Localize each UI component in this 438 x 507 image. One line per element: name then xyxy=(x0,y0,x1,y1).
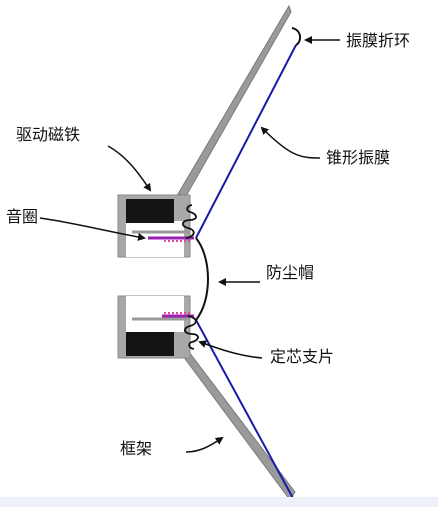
frame-cup-lower-inner xyxy=(126,296,184,332)
spider-lower xyxy=(184,315,199,350)
spider-upper xyxy=(182,204,197,239)
arrow-voice-coil xyxy=(39,217,146,241)
dust-cap xyxy=(195,237,209,321)
surround-roll xyxy=(291,27,302,46)
magnet-upper-assembly xyxy=(117,194,191,258)
label-voice-coil: 音圈 xyxy=(6,207,38,226)
magnet-lower-assembly xyxy=(117,295,191,359)
arrow-spider xyxy=(198,340,263,359)
label-spider: 定芯支片 xyxy=(270,347,334,366)
magnet-upper xyxy=(126,199,174,223)
label-surround: 振膜折环 xyxy=(346,31,410,50)
frame-lower xyxy=(179,347,296,501)
label-frame: 框架 xyxy=(120,439,152,458)
bottom-strip xyxy=(0,497,438,507)
cone-upper-line xyxy=(195,44,297,239)
arrow-cone xyxy=(260,126,321,159)
label-cone: 锥形振膜 xyxy=(326,148,390,167)
cone-lower-line xyxy=(195,319,295,501)
label-dust-cap: 防尘帽 xyxy=(266,263,314,282)
label-magnet: 驱动磁铁 xyxy=(16,125,80,144)
magnet-lower xyxy=(126,332,174,356)
arrow-magnet xyxy=(107,145,152,192)
frame-upper xyxy=(177,4,292,197)
arrow-frame xyxy=(185,436,224,453)
